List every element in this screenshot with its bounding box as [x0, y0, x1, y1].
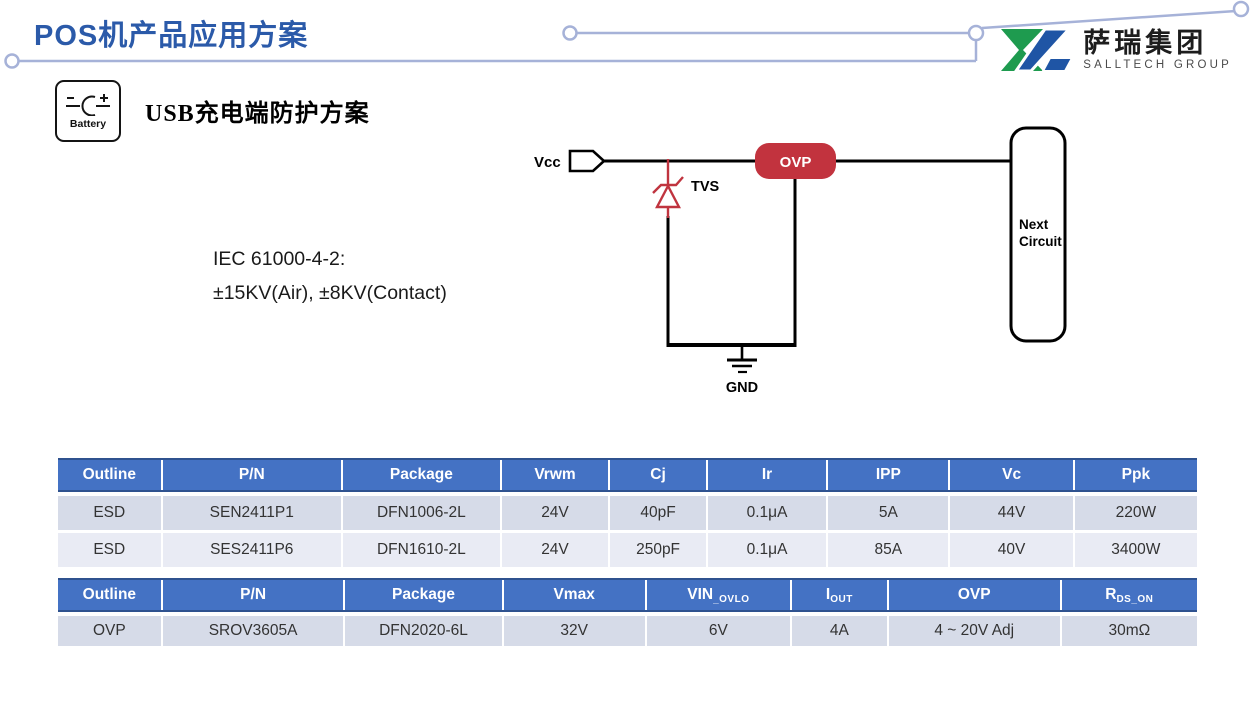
ground-icon — [727, 345, 757, 374]
table-cell: Package — [342, 460, 500, 490]
table-cell: OVP — [888, 580, 1060, 610]
next-circuit-label-line2: Circuit — [1019, 234, 1062, 249]
table-cell: 30mΩ — [1061, 616, 1197, 646]
vcc-label: Vcc — [534, 154, 561, 171]
circuit-diagram: Vcc TVS OVP GND Next Circuit — [534, 126, 1067, 396]
table-cell: 40V — [950, 533, 1073, 567]
table-cell: Vrwm — [501, 460, 609, 490]
page-title: POS机产品应用方案 — [34, 20, 309, 52]
tvs-diode-icon — [652, 159, 684, 218]
table-cell: 4 ~ 20V Adj — [888, 616, 1060, 646]
table-cell: Vmax — [503, 580, 645, 610]
company-logo: 萨瑞集团 SALLTECH GROUP — [997, 24, 1232, 76]
gnd-label: GND — [726, 380, 758, 396]
next-circuit-label-line1: Next — [1019, 217, 1049, 232]
iec-note: IEC 61000-4-2: ±15KV(Air), ±8KV(Contact) — [213, 242, 447, 310]
table-cell: VIN_OVLO — [646, 580, 790, 610]
table-cell: OVP — [58, 616, 161, 646]
table-cell: ESD — [58, 496, 161, 530]
ovp-block — [755, 143, 836, 179]
table-cell: Outline — [58, 460, 161, 490]
tvs-label: TVS — [691, 179, 720, 195]
table-cell: 24V — [501, 496, 609, 530]
table-cell: P/N — [162, 460, 341, 490]
logo-cn-text: 萨瑞集团 — [1083, 27, 1208, 58]
table-cell: SEN2411P1 — [162, 496, 341, 530]
next-circuit-block — [1009, 126, 1067, 343]
battery-label: Battery — [69, 118, 107, 130]
table-cell: P/N — [162, 580, 344, 610]
table-cell: Vc — [950, 460, 1073, 490]
table-cell: IPP — [828, 460, 949, 490]
table-cell: 0.1μA — [707, 533, 827, 567]
table-cell: Cj — [610, 460, 706, 490]
table-cell: Ppk — [1074, 460, 1197, 490]
table-cell: 6V — [646, 616, 790, 646]
battery-icon-box: Battery — [55, 80, 121, 142]
table-cell: 3400W — [1074, 533, 1197, 567]
table-cell: 0.1μA — [707, 496, 827, 530]
table-cell: SES2411P6 — [162, 533, 341, 567]
iec-note-line1: IEC 61000-4-2: — [213, 248, 346, 270]
table-cell: 40pF — [610, 496, 706, 530]
table-cell: 4A — [791, 616, 887, 646]
table-cell: DFN2020-6L — [345, 616, 502, 646]
ovp-label: OVP — [780, 154, 812, 171]
table-cell: 32V — [503, 616, 645, 646]
table-cell: SROV3605A — [162, 616, 344, 646]
table-cell: 250pF — [610, 533, 706, 567]
table-cell: DFN1006-2L — [342, 496, 500, 530]
logo-mark-icon — [1001, 27, 1074, 73]
table-cell: 24V — [501, 533, 609, 567]
table-cell: 85A — [828, 533, 949, 567]
vcc-port-icon — [568, 149, 606, 173]
section-heading: USB充电端防护方案 — [145, 101, 370, 127]
table-cell: Outline — [58, 580, 161, 610]
table-cell: 220W — [1074, 496, 1197, 530]
battery-icon — [66, 94, 110, 116]
table-cell: Ir — [707, 460, 827, 490]
table-cell: 44V — [950, 496, 1073, 530]
logo-en-text: SALLTECH GROUP — [1083, 59, 1232, 72]
table-cell: Package — [345, 580, 502, 610]
table-cell: DFN1610-2L — [342, 533, 500, 567]
table-cell: 5A — [828, 496, 949, 530]
iec-note-line2: ±15KV(Air), ±8KV(Contact) — [213, 282, 447, 305]
table-cell: ESD — [58, 533, 161, 567]
